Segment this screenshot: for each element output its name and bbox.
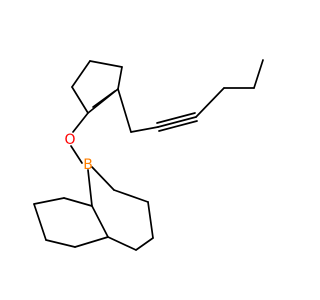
background xyxy=(0,0,300,300)
bond-left-ring-3 xyxy=(33,203,47,241)
bond-ring-c5-c1 xyxy=(71,60,91,88)
bond-left-ring-5 xyxy=(74,236,109,248)
heptynyl-chain xyxy=(117,59,264,133)
bond-ring-c1-c2 xyxy=(71,86,89,114)
bond-ring-c4-c5 xyxy=(89,60,123,68)
bond-right-ring-1 xyxy=(113,189,149,203)
bond-ring-c2-c3-double xyxy=(92,90,116,108)
molecule-structure: O B xyxy=(0,0,300,300)
bond-triple-1 xyxy=(157,116,197,128)
bond-chain-5 xyxy=(253,59,264,89)
bond-c3-ch2 xyxy=(117,88,132,133)
bond-left-ring-1 xyxy=(63,197,93,207)
enol-ether-link xyxy=(70,112,89,164)
bond-left-ring-2 xyxy=(33,197,65,205)
oxygen-atom-label: O xyxy=(64,132,75,148)
bond-boron-bridgehead-right xyxy=(91,166,115,191)
bicyclononane-cage xyxy=(33,166,154,251)
bond-ch2-alkyne xyxy=(130,126,159,133)
bond-ring-c3-c4 xyxy=(117,66,123,90)
cyclopentene-ring xyxy=(71,60,123,114)
bond-oxygen-boron xyxy=(70,145,83,164)
boron-atom-label: B xyxy=(83,157,93,173)
bond-boron-bridgehead-left xyxy=(87,169,93,207)
bond-right-ring-3 xyxy=(135,237,154,251)
bond-triple-3 xyxy=(158,120,198,132)
bond-right-ring-4 xyxy=(107,236,137,251)
bond-c1-oxygen xyxy=(72,112,89,133)
bond-alkyne-ch2 xyxy=(195,87,225,118)
bond-triple-2 xyxy=(156,112,196,124)
bond-right-ring-2 xyxy=(147,201,154,239)
bond-left-ring-4 xyxy=(45,239,76,248)
bond-bridge xyxy=(91,205,109,238)
